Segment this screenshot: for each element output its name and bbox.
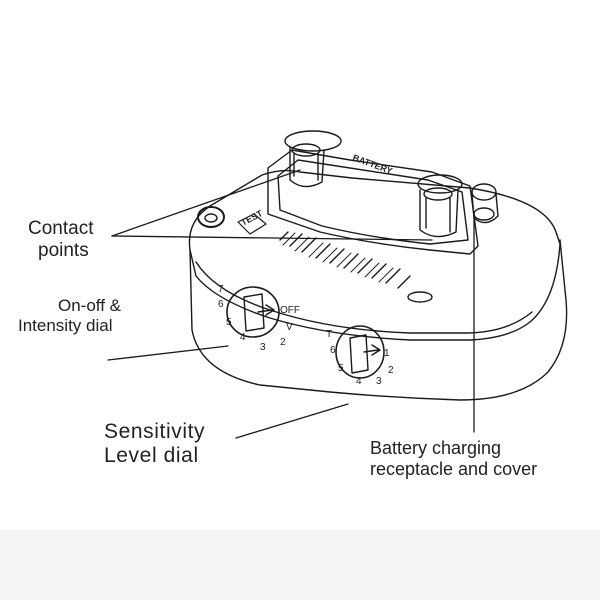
mount-hole — [197, 206, 225, 228]
leader-contact-right — [111, 235, 433, 241]
label-sensitivity-line2: Level dial — [104, 444, 199, 468]
intensity-3: 3 — [260, 342, 266, 353]
sensitivity-dial — [335, 325, 385, 379]
label-on-off-intensity: On-off & Intensity dial — [18, 296, 121, 335]
intensity-v: V — [286, 322, 293, 333]
label-contact-points: Contact points — [28, 218, 93, 262]
sensitivity-2: 2 — [388, 365, 394, 376]
contact-point-right — [417, 174, 463, 238]
label-onoff-line2: Intensity dial — [18, 315, 113, 335]
label-battery-line2: receptacle and cover — [370, 458, 538, 479]
side-slot — [407, 291, 433, 303]
leader-contact-left — [111, 169, 301, 237]
contact-point-left — [284, 130, 342, 188]
leader-lines — [107, 169, 475, 439]
receiver-lip — [195, 261, 533, 334]
battery-cover — [267, 149, 479, 255]
sensitivity-t: T — [326, 329, 332, 340]
battery-etched-text: BATTERY — [351, 152, 393, 176]
label-sensitivity: Sensitivity Level dial — [104, 420, 205, 468]
receiver-top-outline — [188, 169, 561, 341]
sensitivity-6: 6 — [330, 345, 336, 356]
intensity-off: OFF — [280, 305, 300, 316]
test-etched-text: TEST — [239, 208, 264, 228]
label-battery-charging: Battery charging receptacle and cover — [370, 438, 537, 479]
sensitivity-5: 5 — [338, 363, 344, 374]
leader-intensity — [107, 345, 229, 361]
intensity-5: 5 — [226, 317, 232, 328]
intensity-6: 6 — [218, 299, 224, 310]
intensity-7: 7 — [218, 284, 224, 295]
sensitivity-1: 1 — [384, 348, 390, 359]
leader-sensitivity — [235, 403, 349, 439]
label-sensitivity-line1: Sensitivity — [104, 420, 206, 443]
label-battery-line1: Battery charging — [370, 438, 502, 458]
test-button-marking — [237, 213, 267, 235]
receiver-body — [189, 239, 568, 401]
label-contact-line2: points — [38, 239, 89, 261]
intensity-4: 4 — [240, 332, 246, 343]
charging-receptacle — [471, 183, 499, 224]
intensity-dial — [226, 286, 280, 338]
background-band — [0, 530, 600, 600]
intensity-2: 2 — [280, 337, 286, 348]
sensitivity-4: 4 — [356, 376, 362, 387]
sensitivity-3: 3 — [376, 376, 382, 387]
vent-slots — [279, 231, 411, 289]
label-onoff-line1: On-off & — [58, 296, 121, 315]
label-contact-line1: Contact — [28, 218, 94, 239]
